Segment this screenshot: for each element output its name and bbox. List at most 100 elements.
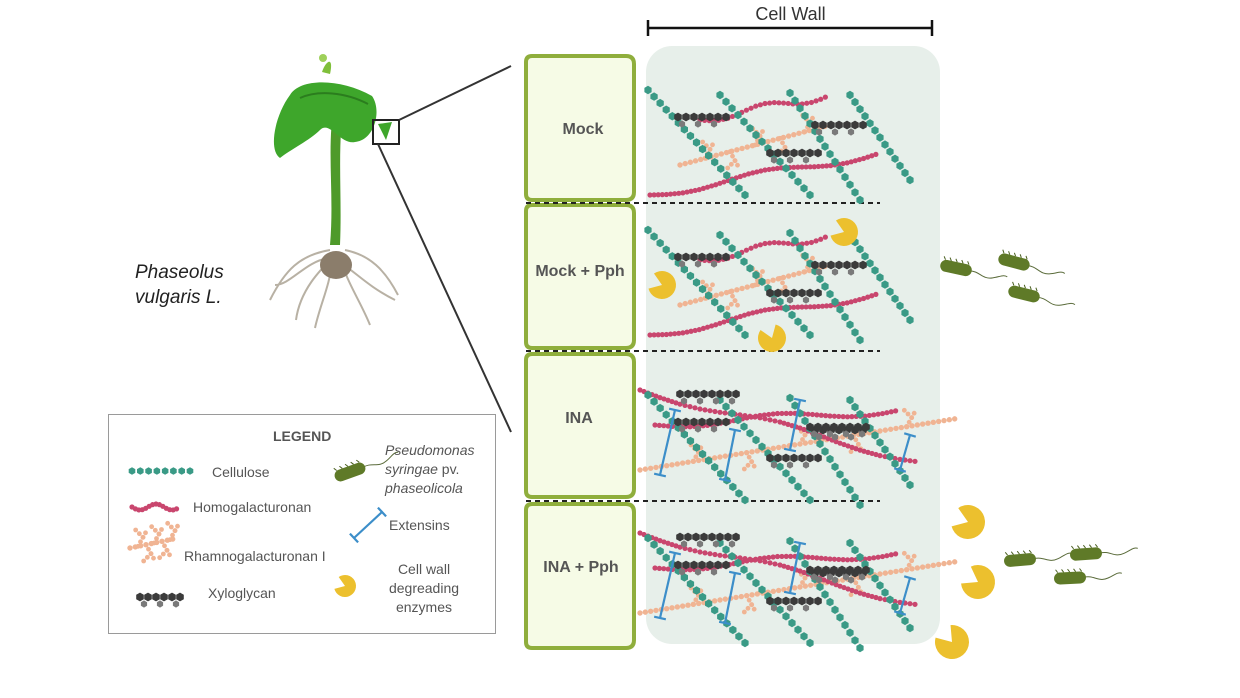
legend-pseudomonas-species: syringae [385, 461, 438, 477]
legend-pseudomonas: Pseudomonas syringae pv. phaseolicola [385, 441, 475, 498]
rhamnogalacturonan-chain [677, 252, 828, 311]
panel-polymers [637, 530, 958, 653]
xyloglycan-chain [674, 252, 730, 268]
xyloglycan-chain [674, 560, 730, 576]
cellulose-chain [716, 90, 814, 200]
bacterium-icon [1070, 544, 1138, 561]
polymer-network [637, 85, 958, 653]
cellulose-chain [846, 90, 914, 185]
enzyme-icon [334, 575, 356, 598]
panel-polymers [644, 225, 914, 345]
bean-plant-image [269, 54, 399, 329]
legend-extensins: Extensins [389, 517, 450, 533]
panel-separators [526, 202, 880, 502]
legend-enzymes-line1: Cell wall [397, 561, 451, 577]
plant-cell-2 [524, 352, 636, 499]
cellulose-chain [786, 393, 864, 510]
bacterium-icon [1004, 549, 1072, 567]
xyloglycan-chain [136, 592, 184, 608]
xyloglycan-chain [766, 596, 822, 612]
extensin-crosslink [653, 550, 682, 621]
cell-wall-bracket [646, 20, 934, 36]
legend-icons [127, 451, 399, 608]
bacterium-icon [1054, 568, 1123, 585]
cellulose-chain [644, 390, 749, 505]
bacterium-icon [1008, 281, 1076, 306]
rg-branch [165, 520, 178, 534]
xyloglycan-chain [811, 120, 867, 136]
extensin-crosslink [718, 570, 742, 626]
xyloglycan-chain [674, 417, 730, 433]
species-genus: Phaseolus [135, 262, 224, 283]
zoom-line-top [398, 65, 512, 121]
treatment-ina: INA [565, 410, 593, 427]
extensin-crosslink [783, 540, 807, 596]
cellulose-chain [846, 230, 914, 325]
cellulose-chain [716, 230, 814, 340]
species-name: Phaseolus vulgaris L. [135, 260, 224, 310]
plant-cell-1 [524, 203, 636, 350]
treatment-ina-pph: INA + Pph [543, 559, 619, 576]
plant-cell-0 [524, 54, 636, 202]
cell-wall-region [646, 46, 940, 644]
legend-pseudomonas-genus: Pseudomonas [385, 442, 475, 458]
enzyme-icon [648, 271, 676, 300]
cellulose-chain [644, 225, 749, 340]
treatment-mock-pph: Mock + Pph [535, 263, 625, 280]
enzyme-icon [961, 565, 996, 599]
xyloglycan-chain [674, 112, 730, 128]
xyloglycan-chain [676, 532, 740, 548]
xyloglycan-chain [676, 389, 740, 405]
extensin-crosslink [349, 506, 387, 544]
panel-polymers [644, 85, 914, 205]
rg-branch [133, 527, 146, 540]
cellulose-chain [846, 395, 914, 490]
rg-branch [901, 550, 915, 564]
enzyme-icon [935, 625, 970, 659]
enzyme-icon [830, 217, 859, 246]
plant-cells [524, 54, 636, 650]
bacterium-icon [998, 249, 1066, 275]
xyloglycan-chain [766, 453, 822, 469]
extensin-crosslink [893, 432, 917, 473]
cell-wall-label: Cell Wall [755, 4, 826, 24]
homogalacturonan-chain [647, 291, 879, 338]
cellulose-chain [716, 538, 814, 648]
extensin-crosslink [783, 397, 807, 453]
legend-enzymes: Cell wall degreading enzymes [381, 560, 467, 617]
zoom-line-bottom [377, 143, 512, 433]
xyloglycan-chain [806, 565, 870, 581]
bacterium-icon [333, 451, 399, 482]
treatment-mock: Mock [562, 121, 604, 138]
rg-branch [741, 602, 755, 615]
zoom-box [372, 119, 400, 145]
xyloglycan-chain [806, 422, 870, 438]
cellulose-chain [644, 85, 749, 200]
legend-rhamnogalacturonan: Rhamnogalacturonan I [184, 548, 326, 564]
extensin-crosslink [718, 427, 742, 483]
extensin-crosslink [653, 407, 682, 478]
legend-pseudomonas-pv: pv. [437, 461, 460, 477]
legend-pseudomonas-pathovar: phaseolicola [385, 480, 463, 496]
rg-branch [725, 158, 738, 171]
rg-branch [157, 547, 170, 561]
xyloglycan-chain [766, 148, 822, 164]
homogalacturonan-chain [647, 151, 879, 198]
bacterium-icon [940, 256, 1008, 279]
plant-cell-3 [524, 502, 636, 650]
cellulose-chain [786, 88, 864, 205]
rg-branch [149, 524, 162, 537]
rg-branch [141, 551, 154, 564]
legend-homogalacturonan: Homogalacturonan [193, 499, 312, 515]
enzyme-icon [757, 324, 787, 353]
rg-branch [725, 298, 738, 311]
cellulose-chain [716, 395, 814, 505]
legend-box [108, 414, 496, 634]
legend-cellulose: Cellulose [212, 464, 270, 480]
extensin-crosslink [893, 575, 917, 616]
legend-xyloglycan: Xyloglycan [208, 585, 276, 601]
legend-enzymes-line3: enzymes [395, 599, 453, 615]
rhamnogalacturonan-chain [127, 520, 180, 564]
homogalacturonan-chain [129, 501, 180, 513]
